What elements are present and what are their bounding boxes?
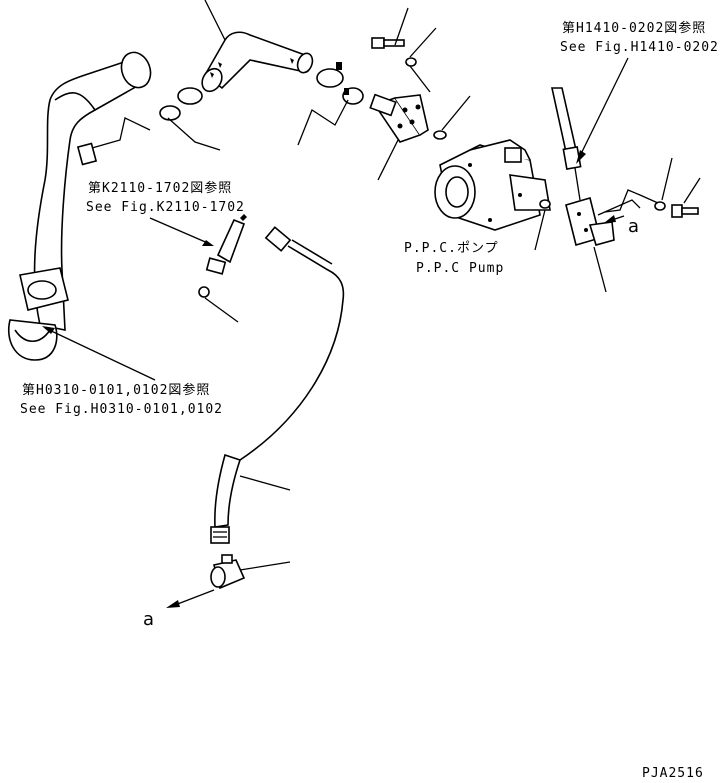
arrow-ref-top-right — [576, 150, 586, 164]
leader-clamps-mid — [297, 99, 349, 146]
top-hose — [201, 31, 314, 93]
arrow-ref-bottom-left — [42, 326, 55, 334]
o-ring-left — [433, 130, 447, 140]
ref-top-right-en: See Fig.H1410-0202 — [560, 40, 719, 55]
top-bolt — [371, 37, 417, 67]
ref-top-right-jp: 第H1410-0202図参照 — [562, 20, 706, 36]
bottom-elbow — [210, 554, 246, 590]
ref-middle-jp: 第K2110-1702図参照 — [88, 180, 232, 196]
arrow-a-right — [604, 215, 616, 223]
ref-bottom-left-en: See Fig.H0310-0101,0102 — [20, 402, 223, 417]
inlet-flange — [369, 93, 429, 143]
pressure-switch — [198, 214, 247, 298]
leader-bolt — [394, 7, 409, 46]
ref-bottom-left-jp: 第H0310-0101,0102図参照 — [22, 382, 210, 398]
o-ring-right — [539, 199, 551, 209]
ref-middle-en: See Fig.K2110-1702 — [86, 200, 245, 215]
callout-a-bottom: a — [143, 609, 154, 630]
leader-fitting — [593, 246, 607, 293]
arrow-ref-middle — [202, 240, 214, 246]
arrow-a-bottom — [166, 600, 180, 608]
leader-clamps-upper — [167, 117, 221, 151]
callout-a-right: a — [628, 216, 639, 237]
right-bolt — [654, 201, 699, 218]
long-hose — [210, 226, 345, 544]
drawing-id: PJA2516 — [642, 766, 704, 781]
leader-flange — [377, 139, 399, 181]
hose-clamps — [159, 62, 364, 121]
leader-hose-top — [204, 0, 226, 41]
ppc-pump — [434, 139, 551, 231]
leader-washer — [409, 27, 437, 93]
leader-clamp-left — [91, 117, 151, 149]
pump-label-jp: P.P.C.ポンプ — [404, 241, 499, 256]
right-flange-fitting — [565, 196, 615, 247]
pump-label-en: P.P.C Pump — [416, 261, 504, 276]
right-hose — [551, 87, 582, 201]
